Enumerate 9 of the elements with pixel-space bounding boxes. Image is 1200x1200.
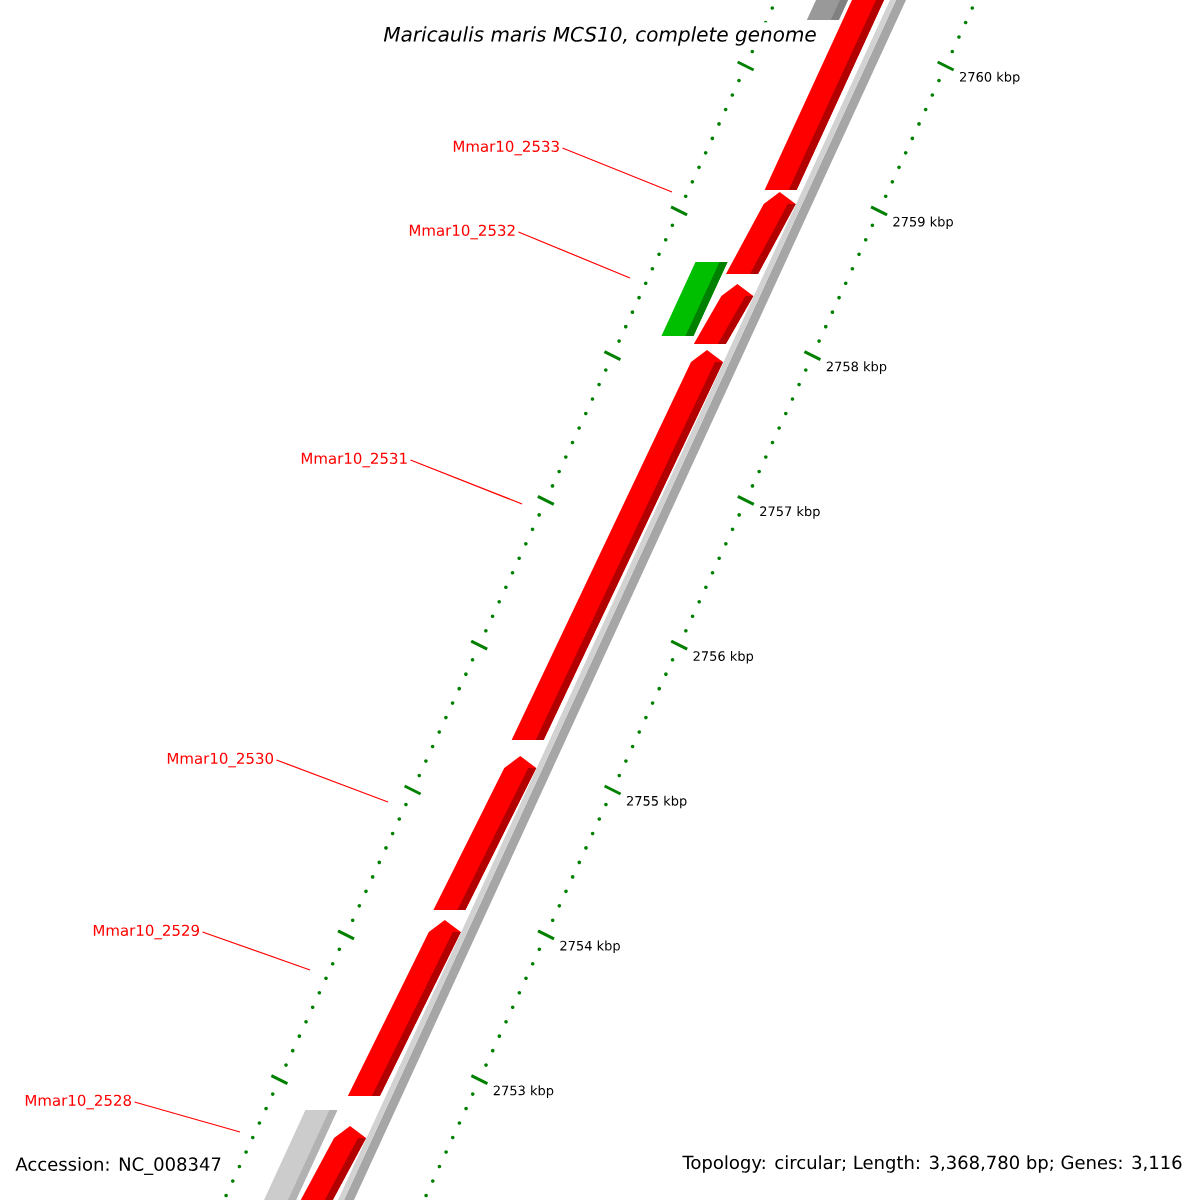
- leader-line: [561, 147, 673, 193]
- title: Maricaulis maris MCS10, complete genome: [379, 22, 821, 50]
- info-text: Accession: NC_008347: [14, 1156, 223, 1176]
- info-text: Topology: circular; Length: 3,368,780 bp; Genes: 3,116: [679, 1152, 1186, 1176]
- leader-line: [133, 1101, 241, 1133]
- leader-line: [517, 231, 631, 279]
- leader-line: [201, 931, 311, 971]
- leader-line: [275, 759, 389, 803]
- leader-line: [409, 459, 523, 505]
